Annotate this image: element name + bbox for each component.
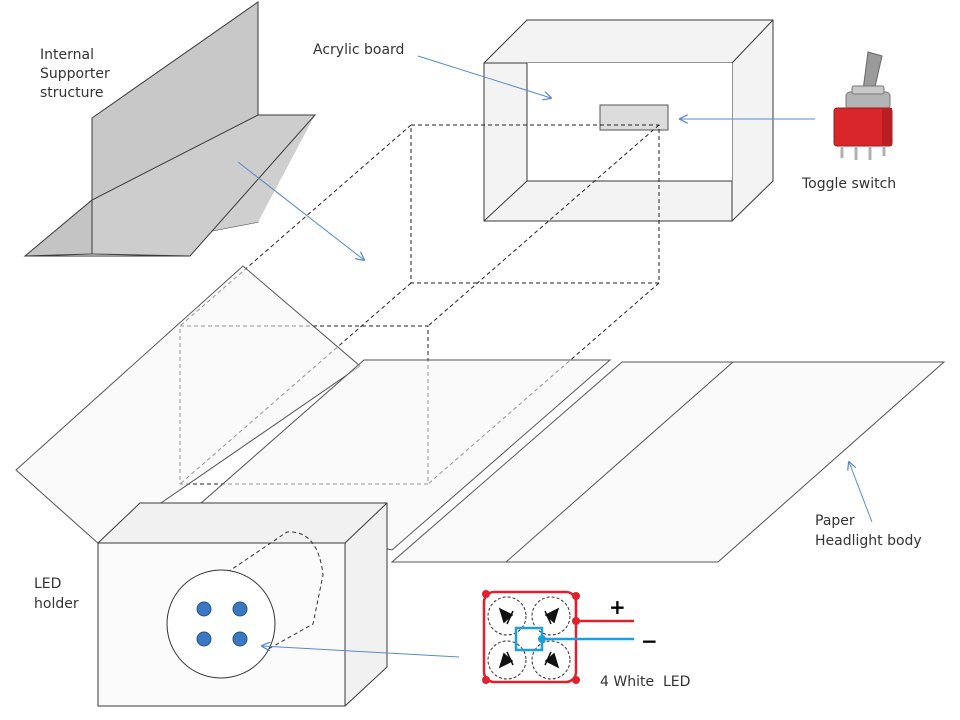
internal-supporter-structure [23,1,317,257]
label-supporter: Supporter [40,66,110,82]
minus-sign: − [641,629,658,653]
acrylic-board-box [483,19,774,222]
label-led: LED [34,576,61,592]
label-acrylic-board: Acrylic board [313,42,404,58]
label-internal: Internal [40,47,94,63]
plus-sign: + [609,595,626,619]
led-dot [196,631,212,647]
led-holder [97,502,388,707]
arrow-supporter [237,161,364,260]
led-dot [196,601,212,617]
label-4-white-led: 4 White LED [600,674,690,690]
switch-slot [599,104,669,131]
label-headlight-body: Headlight body [815,533,922,549]
label-structure: structure [40,85,104,101]
labels: Internal Supporter structure Acrylic boa… [34,42,922,690]
callout-arrows [237,55,873,658]
diode-icon [498,607,560,669]
toggle-switch-icon [833,51,893,160]
label-toggle-switch: Toggle switch [801,176,896,192]
arrow-acrylic [417,55,551,98]
led-dot [232,631,248,647]
label-holder: holder [34,596,79,612]
led-dot [232,601,248,617]
arrow-led [262,646,460,658]
led-circuit: + − [482,590,658,684]
label-paper: Paper [815,513,855,529]
arrow-paper [849,462,873,523]
